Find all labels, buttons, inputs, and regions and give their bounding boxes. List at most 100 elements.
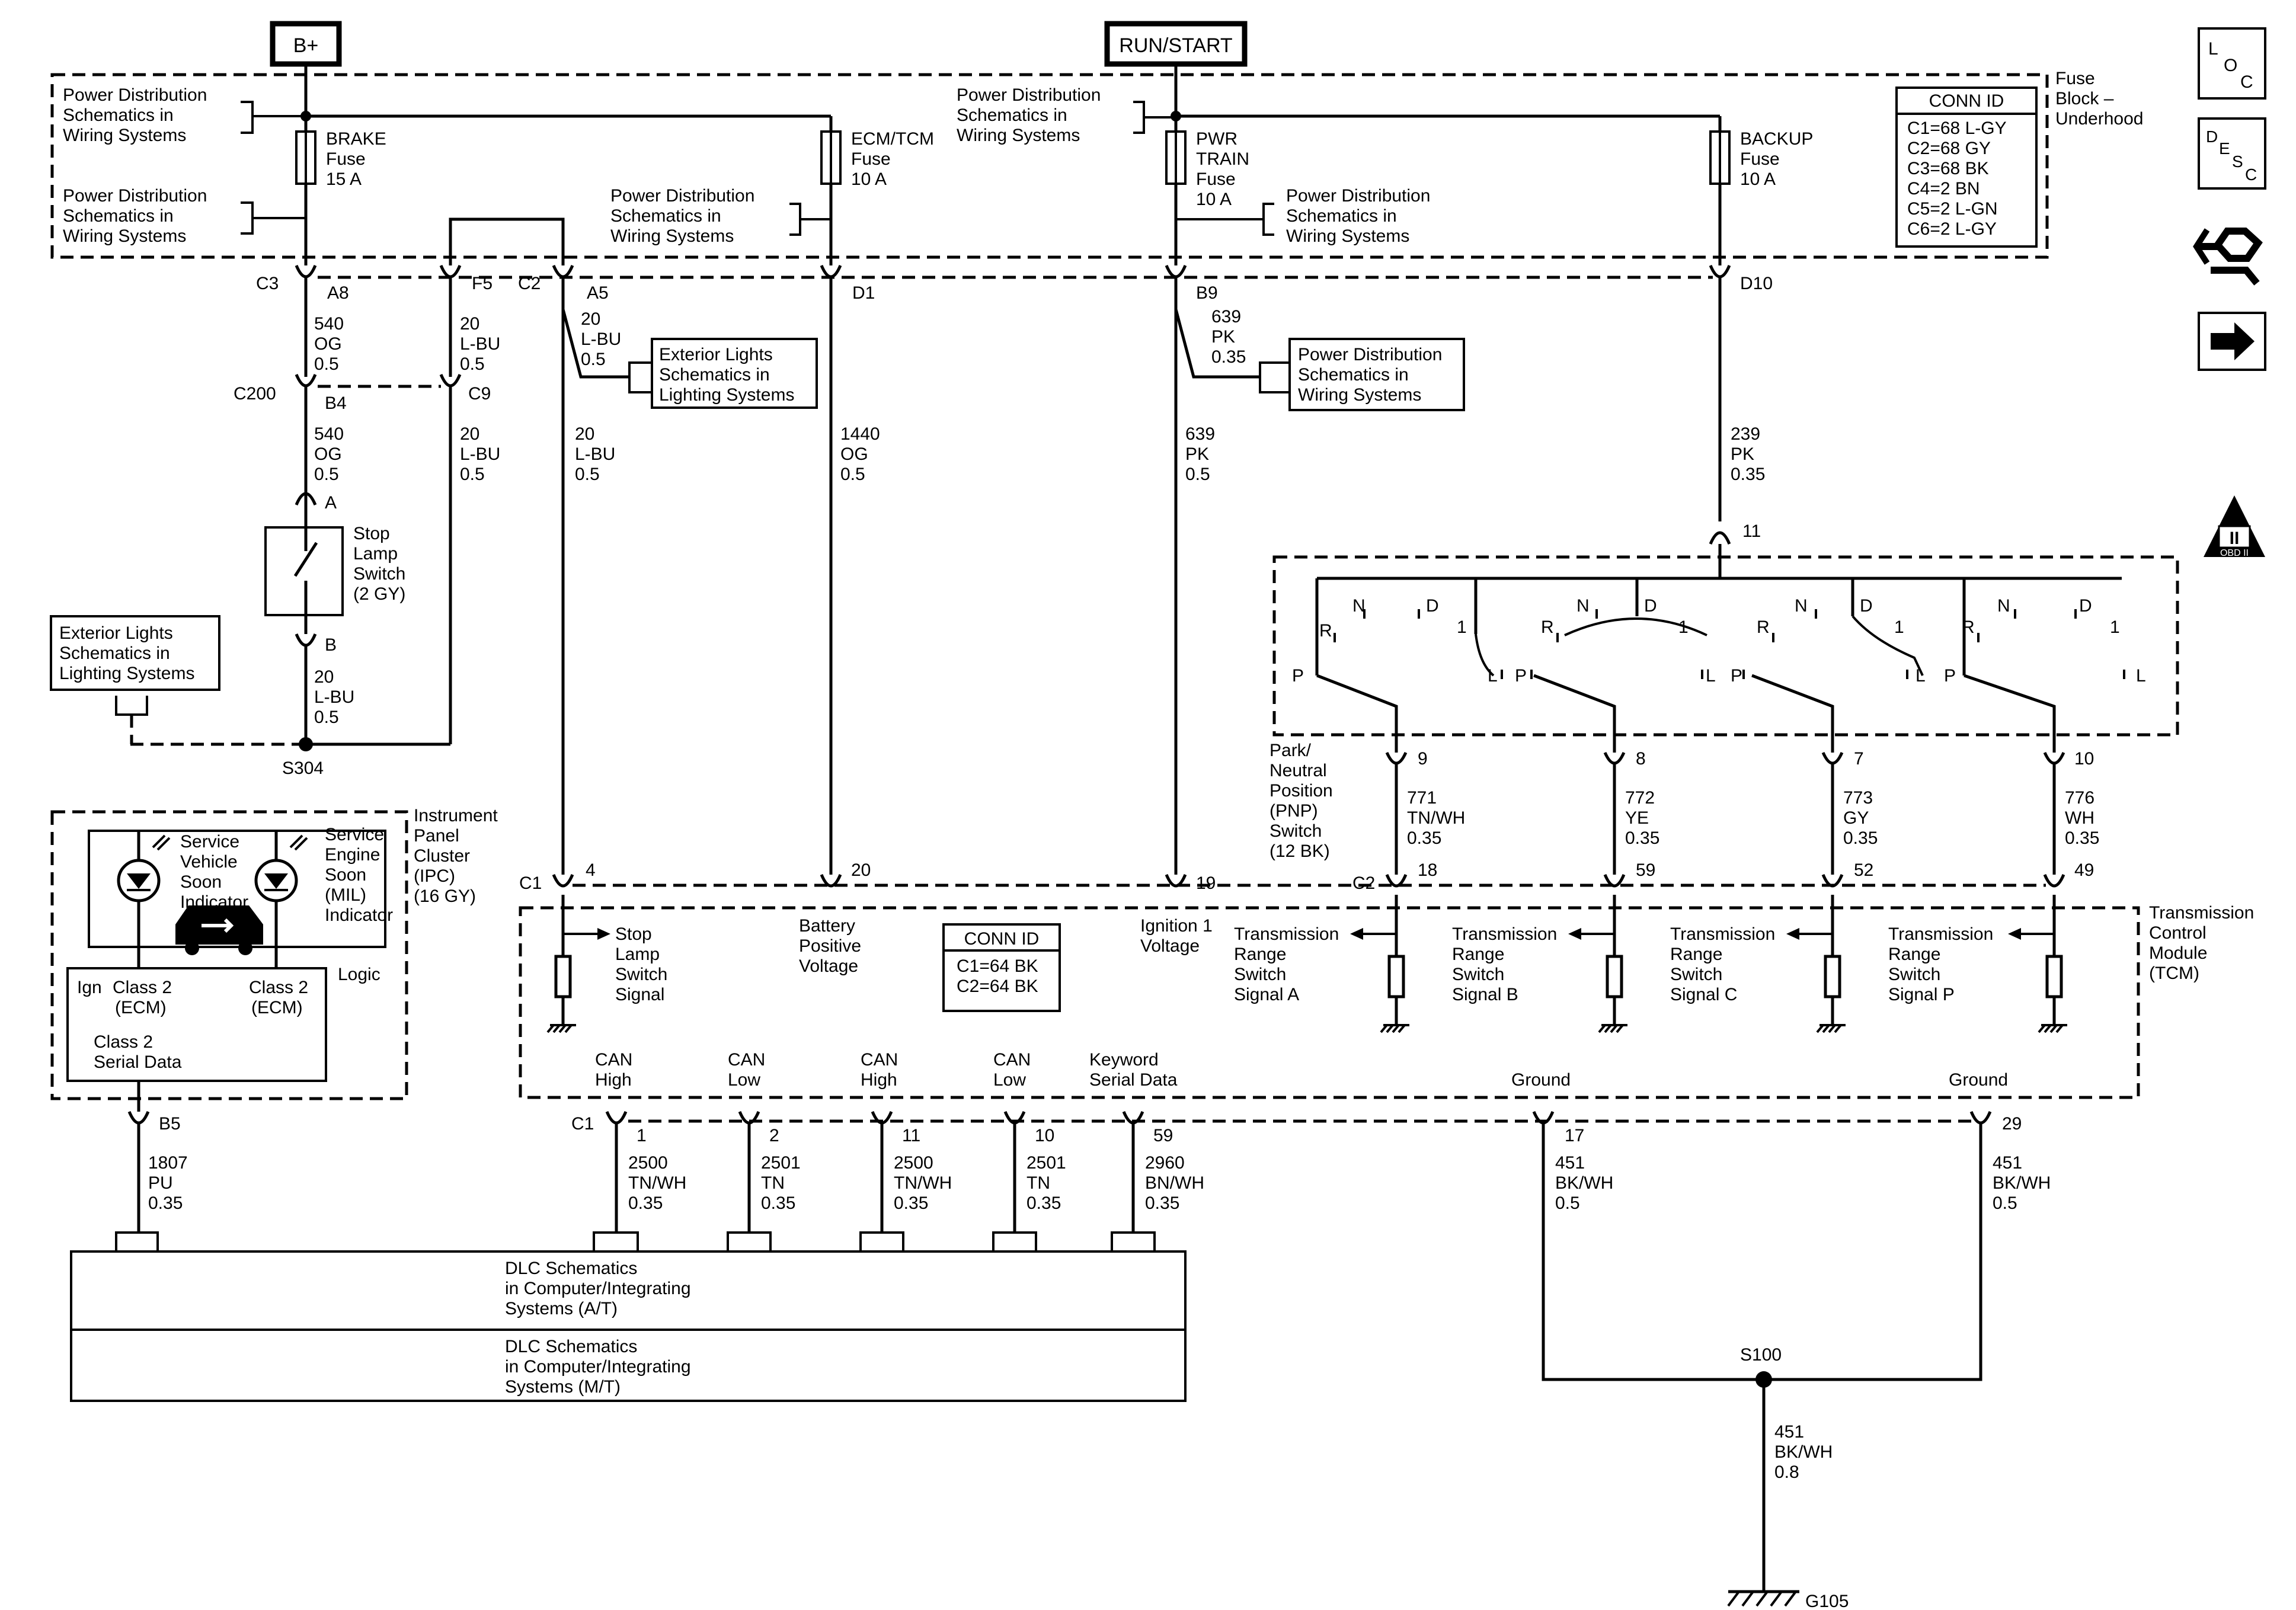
svg-text:Instrument: Instrument	[414, 806, 498, 825]
stop-lamp-switch: A Stop Lamp Switch (2 GY) B 20 L-BU 0.5	[264, 492, 405, 744]
svg-text:TRAIN: TRAIN	[1196, 149, 1249, 169]
svg-text:High: High	[595, 1070, 632, 1090]
svg-text:B9: B9	[1196, 283, 1218, 303]
svg-text:Service: Service	[325, 825, 384, 844]
svg-text:Soon: Soon	[180, 872, 222, 892]
loc-icon[interactable]: L O C	[2198, 27, 2266, 100]
svg-text:Exterior Lights: Exterior Lights	[59, 623, 173, 643]
svg-text:Class 2: Class 2	[94, 1032, 153, 1052]
svg-text:Soon: Soon	[325, 865, 366, 885]
b-plus-source: B+	[270, 21, 342, 67]
svg-text:CONN ID: CONN ID	[964, 929, 1040, 949]
svg-text:Power Distribution: Power Distribution	[1298, 345, 1442, 364]
next-arrow-icon[interactable]	[2198, 312, 2266, 371]
svg-text:Fuse: Fuse	[1196, 169, 1236, 189]
svg-text:C9: C9	[468, 384, 491, 404]
svg-text:CAN: CAN	[993, 1050, 1031, 1070]
svg-text:Schematics in: Schematics in	[63, 206, 174, 226]
svg-text:L: L	[1916, 666, 1926, 686]
c2-jumper-wire	[449, 217, 565, 265]
svg-text:Ign: Ign	[77, 978, 102, 997]
svg-text:0.35: 0.35	[894, 1193, 928, 1213]
svg-text:0.5: 0.5	[460, 354, 485, 374]
tcm-top-connectors: C1 4 20 19 C2 18 59 52 49	[519, 860, 2094, 893]
svg-text:(ECM): (ECM)	[115, 998, 167, 1017]
svg-text:Serial Data: Serial Data	[94, 1052, 182, 1072]
svg-text:20: 20	[851, 860, 871, 880]
svg-text:0.35: 0.35	[1211, 347, 1246, 367]
svg-text:0.35: 0.35	[1027, 1193, 1061, 1213]
svg-text:L: L	[2136, 666, 2146, 686]
svg-text:Ground: Ground	[1511, 1070, 1571, 1090]
svg-text:Schematics in: Schematics in	[59, 644, 170, 663]
svg-text:C1: C1	[519, 873, 542, 893]
svg-text:Fuse: Fuse	[326, 149, 366, 169]
svg-text:N: N	[1576, 596, 1590, 616]
svg-text:TN: TN	[761, 1173, 785, 1193]
svg-text:4: 4	[586, 860, 596, 880]
svg-text:1: 1	[1678, 617, 1689, 637]
svg-text:D: D	[2206, 127, 2218, 146]
svg-text:PWR: PWR	[1196, 129, 1237, 149]
svg-text:Wiring Systems: Wiring Systems	[63, 126, 186, 145]
svg-text:Serial Data: Serial Data	[1089, 1070, 1178, 1090]
svg-text:C200: C200	[234, 384, 276, 404]
svg-text:Schematics in: Schematics in	[63, 105, 174, 125]
svg-text:B: B	[325, 635, 337, 655]
svg-text:CAN: CAN	[595, 1050, 632, 1070]
svg-text:0.35: 0.35	[1145, 1193, 1179, 1213]
svg-text:Exterior Lights: Exterior Lights	[659, 345, 773, 364]
svg-text:239: 239	[1731, 424, 1760, 444]
connector-tool-icon[interactable]	[2193, 228, 2263, 286]
svg-text:P: P	[1292, 666, 1304, 686]
svg-text:L: L	[2208, 39, 2218, 59]
pd-ref-5: Power Distribution Schematics in Wiring …	[1176, 186, 1430, 246]
svg-text:0.35: 0.35	[1843, 828, 1878, 848]
s304-splice: S304	[115, 696, 450, 778]
svg-text:Indicator: Indicator	[180, 892, 248, 912]
svg-text:1807: 1807	[148, 1153, 188, 1173]
svg-text:Switch: Switch	[353, 564, 405, 584]
svg-text:2: 2	[769, 1126, 779, 1145]
svg-text:R: R	[1962, 617, 1975, 637]
svg-text:Wiring Systems: Wiring Systems	[610, 226, 734, 246]
svg-text:Schematics in: Schematics in	[610, 206, 721, 226]
svg-text:Stop: Stop	[615, 924, 652, 944]
svg-text:0.35: 0.35	[1625, 828, 1659, 848]
svg-text:C: C	[2240, 72, 2253, 92]
svg-text:639: 639	[1185, 424, 1215, 444]
svg-text:776: 776	[2065, 788, 2094, 808]
svg-text:L-BU: L-BU	[575, 444, 615, 464]
ext-ref-2: Exterior Lights Schematics in Lighting S…	[50, 615, 220, 691]
svg-text:B+: B+	[293, 34, 319, 57]
svg-text:Transmission: Transmission	[1452, 924, 1557, 944]
desc-icon[interactable]: D E S C	[2198, 117, 2266, 190]
svg-text:Wiring Systems: Wiring Systems	[957, 126, 1080, 145]
svg-text:PK: PK	[1731, 444, 1754, 464]
svg-text:0.35: 0.35	[148, 1193, 183, 1213]
svg-text:C2=64 BK: C2=64 BK	[957, 977, 1038, 996]
svg-text:BK/WH: BK/WH	[1555, 1173, 1613, 1193]
svg-text:Park/: Park/	[1269, 741, 1312, 760]
svg-text:P: P	[1515, 666, 1527, 686]
pd-ref-6: Power Distribution Schematics in Wiring …	[1259, 338, 1465, 411]
svg-text:1: 1	[1457, 617, 1467, 637]
fuse-block-connectors: C3 A8 F5 C2 A5 D1 B9 D10	[256, 265, 1773, 303]
svg-text:Stop: Stop	[353, 524, 390, 543]
svg-text:Schematics in: Schematics in	[659, 365, 770, 385]
svg-text:Voltage: Voltage	[1140, 936, 1200, 956]
svg-text:639: 639	[1211, 307, 1241, 327]
fuse-block-boundary	[50, 73, 2049, 259]
svg-text:Signal A: Signal A	[1234, 985, 1299, 1004]
svg-text:451: 451	[1774, 1422, 1804, 1442]
svg-text:C3=68 BK: C3=68 BK	[1907, 159, 1989, 178]
svg-text:PK: PK	[1185, 444, 1209, 464]
svg-text:Battery: Battery	[799, 916, 855, 936]
c200-connector: C200 B4 C9	[234, 374, 491, 744]
svg-text:RUN/START: RUN/START	[1119, 34, 1232, 57]
svg-text:8: 8	[1636, 749, 1646, 769]
svg-text:DLC Schematics: DLC Schematics	[505, 1337, 637, 1356]
